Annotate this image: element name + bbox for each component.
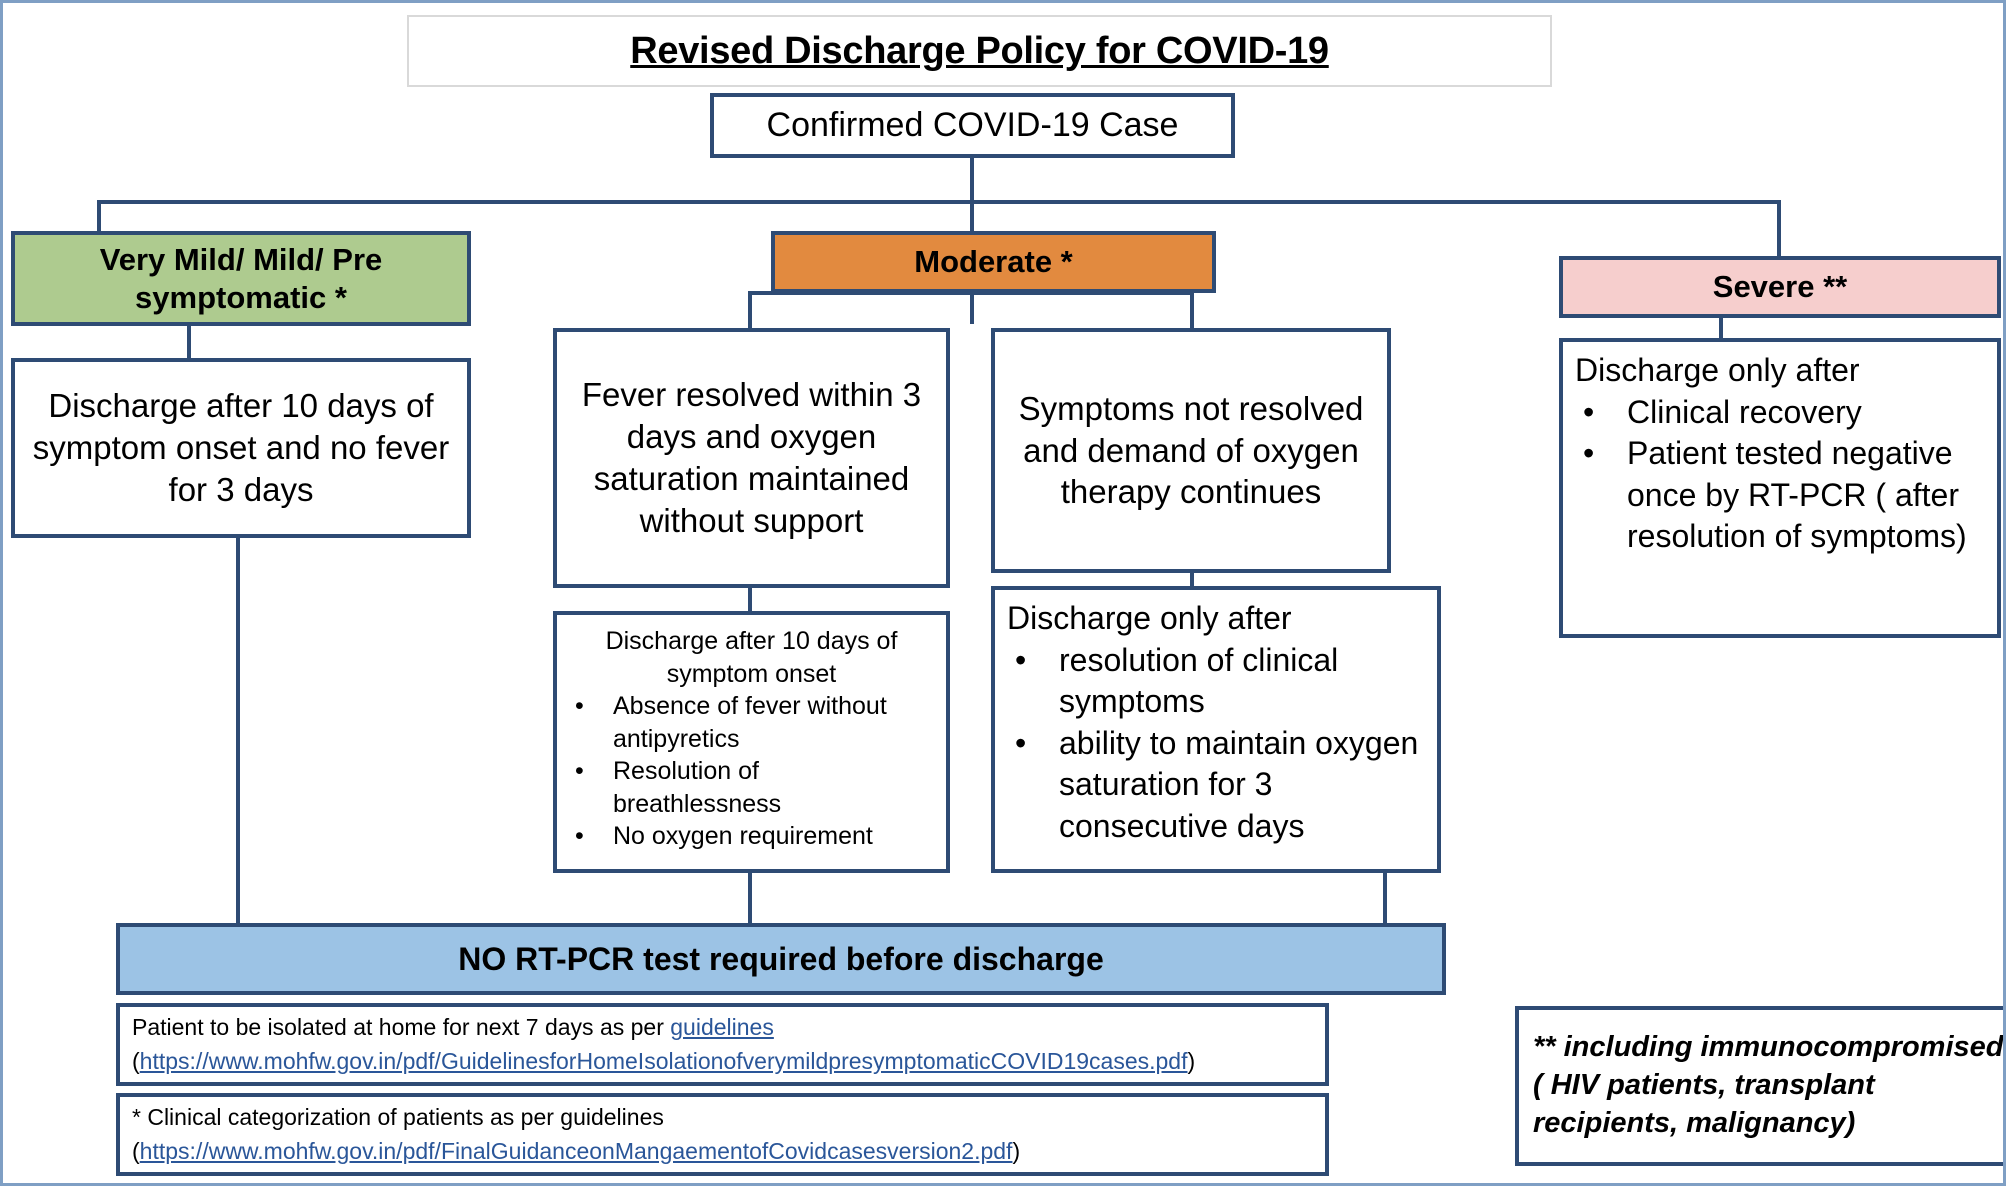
guidelines-link[interactable]: guidelines [670,1014,774,1041]
page-title: Revised Discharge Policy for COVID-19 [630,29,1329,72]
node-moderate-left-outcome-lead: Discharge after 10 days of symptom onset [605,627,898,688]
footnote-home-isolation-line1: Patient to be isolated at home for next … [132,1011,1313,1044]
node-moderate-right-outcome-lead: Discharge only after [1007,600,1292,636]
node-category-mild: Very Mild/ Mild/ Pre symptomatic * [11,231,471,326]
footnote-clinical-categorization: * Clinical categorization of patients as… [116,1093,1329,1176]
node-category-severe-label: Severe ** [1712,269,1848,304]
list-item: No oxygen requirement [569,820,934,853]
node-confirmed-case: Confirmed COVID-19 Case [710,93,1235,158]
node-severe-outcome-lead: Discharge only after [1575,352,1860,388]
list-item: Resolution of breathlessness [569,755,934,820]
list-item: ability to maintain oxygen saturation fo… [1007,723,1425,848]
connector-severe-to-content [1719,316,1723,340]
connector-split-bus [97,200,1781,204]
open-paren: ( [132,1047,140,1074]
clinical-categorization-url-link[interactable]: https://www.mohfw.gov.in/pdf/FinalGuidan… [139,1137,1013,1164]
node-moderate-right-condition-text: Symptoms not resolved and demand of oxyg… [1018,389,1364,511]
node-moderate-left-outcome-list: Absence of fever without antipyretics Re… [569,690,934,853]
list-item: Absence of fever without antipyretics [569,690,934,755]
connector-root-down [970,158,974,203]
connector-moderate-right-drop [1190,291,1194,330]
footnote-clinical-categorization-line1: * Clinical categorization of patients as… [132,1104,664,1131]
node-moderate-right-condition: Symptoms not resolved and demand of oxyg… [991,328,1391,573]
connector-to-mild [97,200,101,233]
footnote-home-isolation: Patient to be isolated at home for next … [116,1003,1329,1086]
connector-to-moderate [970,200,974,233]
node-category-severe: Severe ** [1559,256,2001,318]
node-moderate-left-condition-text: Fever resolved within 3 days and oxygen … [581,376,922,539]
footnote-home-isolation-prefix: Patient to be isolated at home for next … [132,1014,671,1041]
node-moderate-left-condition: Fever resolved within 3 days and oxygen … [553,328,950,588]
note-severe-definition: ** including immunocompromised ( HIV pat… [1515,1006,2004,1166]
close-paren: ) [1012,1137,1021,1164]
close-paren: ) [1187,1047,1196,1074]
connector-moderate-bus [748,291,1194,295]
node-mild-discharge-text: Discharge after 10 days of symptom onset… [32,386,450,509]
footnote-clinical-categorization-line2: (https://www.mohfw.gov.in/pdf/FinalGuida… [132,1135,1313,1168]
connector-mild-to-summary [236,536,240,926]
connector-moderate-right-to-outcome [1190,571,1194,589]
list-item: Clinical recovery [1575,392,1985,434]
node-confirmed-case-label: Confirmed COVID-19 Case [766,106,1179,144]
connector-to-severe [1777,200,1781,258]
node-moderate-right-outcome: Discharge only after resolution of clini… [991,586,1441,873]
connector-moderate-down [970,291,974,324]
open-paren: ( [132,1137,140,1164]
node-mild-discharge: Discharge after 10 days of symptom onset… [11,358,471,538]
node-summary-no-rtpcr-label: NO RT-PCR test required before discharge [458,940,1104,977]
node-severe-outcome: Discharge only after Clinical recovery P… [1559,338,2001,638]
node-moderate-right-outcome-list: resolution of clinical symptoms ability … [1007,640,1425,848]
node-category-moderate: Moderate * [771,231,1216,293]
node-category-moderate-label: Moderate * [914,244,1073,279]
node-moderate-left-outcome: Discharge after 10 days of symptom onset… [553,611,950,873]
node-severe-outcome-list: Clinical recovery Patient tested negativ… [1575,392,1985,558]
node-category-mild-label: Very Mild/ Mild/ Pre symptomatic * [99,242,383,315]
footnote-home-isolation-line2: (https://www.mohfw.gov.in/pdf/Guidelines… [132,1045,1313,1078]
connector-moderate-left-drop [748,291,752,330]
list-item: resolution of clinical symptoms [1007,640,1425,723]
connector-moderate-left-to-summary [748,869,752,926]
note-severe-definition-text: ** including immunocompromised ( HIV pat… [1533,1031,2004,1139]
home-isolation-url-link[interactable]: https://www.mohfw.gov.in/pdf/Guidelinesf… [139,1047,1188,1074]
connector-moderate-right-to-summary [1383,869,1387,926]
connector-moderate-left-to-outcome [748,586,752,613]
page-title-box: Revised Discharge Policy for COVID-19 [407,15,1552,87]
node-summary-no-rtpcr: NO RT-PCR test required before discharge [116,923,1446,995]
list-item: Patient tested negative once by RT-PCR (… [1575,433,1985,558]
connector-mild-to-content [187,324,191,360]
